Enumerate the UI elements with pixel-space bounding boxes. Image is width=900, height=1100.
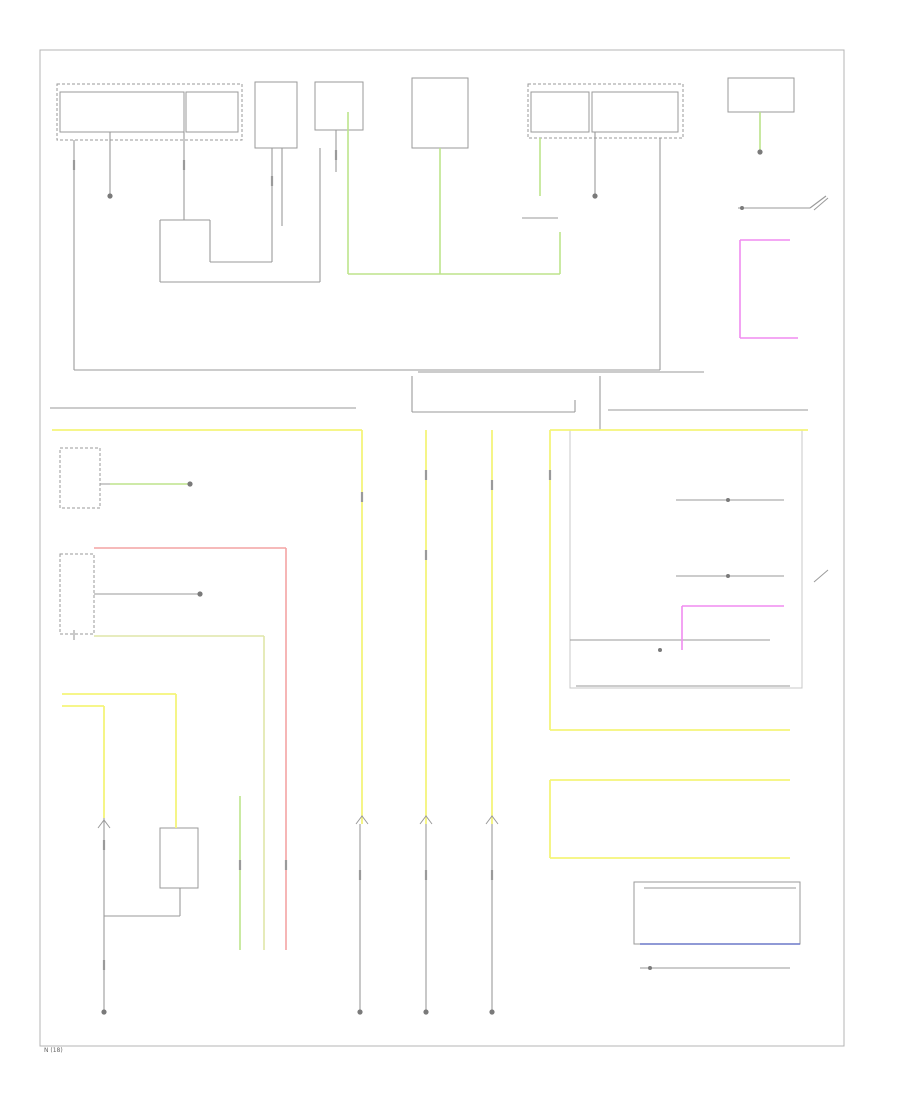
passenger-switch-box — [59, 553, 95, 635]
seat-connector-box — [254, 81, 298, 149]
left-instrument-box — [56, 83, 243, 141]
seat-belt-buckle-box — [59, 447, 101, 509]
red-wires — [94, 547, 287, 950]
seat-module-box — [159, 827, 199, 889]
yellow-wires — [52, 429, 808, 859]
top-components — [56, 77, 803, 945]
magenta-wires — [681, 239, 798, 650]
olive-wires — [94, 635, 265, 950]
footer-tag: N (18) — [44, 1047, 63, 1054]
grey-wires — [50, 112, 827, 1012]
occupant-sensor-box — [727, 77, 795, 113]
connector-dots — [101, 149, 763, 1015]
center-module-box — [411, 77, 469, 149]
airbag-module-box — [633, 881, 801, 945]
diagram-frame — [39, 49, 845, 1047]
connector-ticks — [72, 150, 552, 970]
seat-sensor-box — [314, 81, 364, 131]
green-wires — [110, 112, 761, 950]
right-instrument-box — [527, 83, 684, 139]
switch-symbols — [97, 197, 829, 829]
door-module-box — [569, 429, 803, 689]
